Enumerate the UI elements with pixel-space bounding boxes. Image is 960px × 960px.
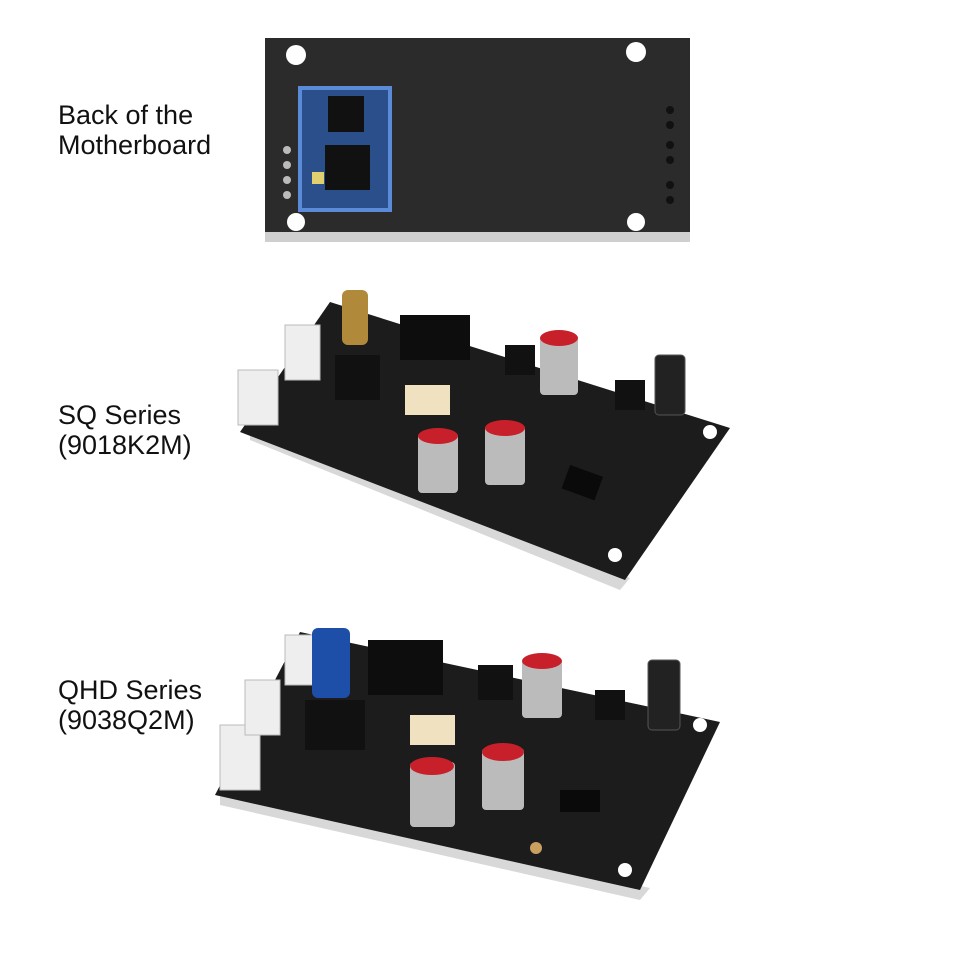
label-line: (9018K2M) [58, 430, 192, 460]
sq-series-board-image [237, 290, 730, 590]
label-line: Motherboard [58, 130, 212, 160]
label-qhd-series: QHD Series (9038Q2M) [58, 675, 202, 735]
label-line: Back of the [58, 100, 194, 130]
motherboard-back-image [265, 38, 690, 242]
label-back-of-motherboard: Back of the Motherboard [58, 100, 211, 160]
label-line: SQ Series [58, 400, 182, 430]
label-sq-series: SQ Series (9018K2M) [58, 400, 192, 460]
label-line: QHD Series [58, 675, 203, 705]
label-line: (9038Q2M) [58, 705, 195, 735]
qhd-series-board-image [215, 628, 720, 900]
